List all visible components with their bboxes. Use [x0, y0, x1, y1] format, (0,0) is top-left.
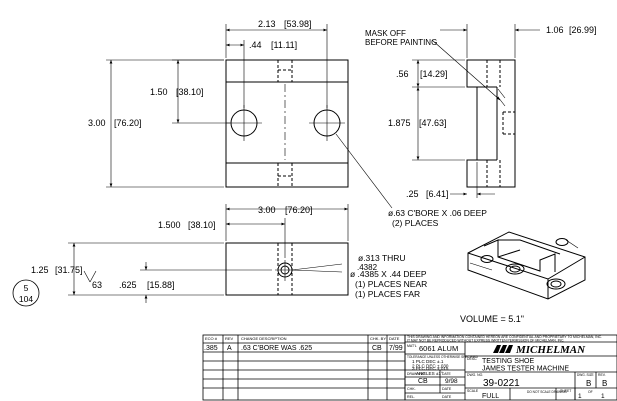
isometric-view [467, 231, 586, 300]
dim-1-875-mm: [47.63] [419, 118, 447, 128]
tol-line4: ANGLES ±1° [416, 371, 443, 376]
sheet-total: 1 [601, 393, 605, 400]
bottom-view [68, 204, 349, 303]
cbore-callout: ø.63 C'BORE X .06 DEEP (2) PLACES [388, 208, 487, 228]
tolerance-header: TOLERANCE UNLESS OTHERWISE SPECIFIED [407, 355, 479, 359]
rel-label: REL. [407, 395, 415, 399]
michelman-logo: MICHELMAN [493, 344, 586, 356]
dim-0-44-mm: [11.11] [271, 40, 297, 50]
thru-callout-line2: .4382 [357, 263, 378, 272]
thru-callout: ø.313 THRU .4382 ø .4385 X .44 DEEP (1) … [350, 253, 427, 299]
side-view [412, 24, 540, 198]
dim-0-56-mm-label: [14.29] [420, 69, 448, 79]
chk-date-label: DATE [442, 387, 452, 391]
no-scale-note: DO NOT SCALE DRAWING [527, 390, 567, 394]
side-view-dims: MASK OFF BEFORE PAINTING 1.06 [26.99] .5… [365, 25, 597, 199]
sheet-of: OF [588, 390, 593, 394]
material-label: MAT'L [407, 344, 417, 348]
rev-row-date: 7/99 [389, 345, 403, 352]
scale-label: SCALE [467, 389, 479, 393]
sheet-num: 1 [578, 393, 582, 400]
dim-bottom-3-00: 3.00 [258, 205, 276, 215]
dwg-no-value: 39-0221 [483, 378, 520, 389]
title-block: THIS DRAWING AND INFORMATION CONTAINED H… [407, 335, 607, 400]
dim-2-13: 2.13 [258, 19, 276, 29]
desc-line1: TESTING SHOE [482, 358, 534, 365]
rev-row-desc: .63 C'BORE WAS .625 [241, 345, 312, 352]
front-view-dims: 2.13 [53.98] .44 [11.11] 1.50 [38.10] [3… [88, 19, 312, 128]
disclaimer-line1: THIS DRAWING AND INFORMATION CONTAINED H… [407, 335, 602, 339]
dim-1-500: 1.500 [158, 220, 181, 230]
dim-1-06: 1.06 [546, 25, 564, 35]
sheet-ref-top: 5 [24, 283, 29, 293]
thru-callout-line4: (1) PLACES NEAR [355, 279, 427, 289]
dwg-size-label: DWG. SIZE [577, 373, 594, 377]
dwg-no-label: DWG. NO. [467, 373, 483, 377]
rev-header-rev: REV [225, 336, 234, 341]
desc-line2: JAMES TESTER MACHINE [482, 366, 569, 373]
company-name: MICHELMAN [515, 344, 586, 356]
dim-1-500-mm: [38.10] [188, 220, 216, 230]
rev-header-date: DATE [389, 336, 400, 341]
rev-header-desc: CHANGE DESCRIPTION [241, 336, 287, 341]
sheet-ref-bubble: 5 104 [12, 279, 40, 307]
dim-0-25-mm: [6.41] [426, 189, 449, 199]
dim-2-13-mm: [53.98] [284, 19, 312, 29]
title-block-grid [202, 334, 617, 401]
rev-header-eco: ECO # [205, 336, 218, 341]
dwg-size-value: B [586, 379, 591, 388]
bottom-view-dims: 3.00 [76.20] 1.500 [38.10] 1.25 [31.75] … [31, 205, 313, 290]
rev-row-chk: CB [372, 345, 382, 352]
sheet-ref-bottom: 104 [19, 294, 33, 304]
dim-angle-63: 63 [92, 280, 102, 290]
dim-3-00: 3.00 [88, 118, 106, 128]
revision-table: ECO # REV CHANGE DESCRIPTION CHK. BY DAT… [204, 336, 403, 352]
tol-line3-div: 3 PLC DEC ±.015 [412, 366, 449, 371]
mask-off-note-line2: BEFORE PAINTING [365, 38, 437, 47]
side-view-outline [466, 59, 516, 188]
dim-1-06-mm: [26.99] [569, 25, 597, 35]
dim-1-25-mm: [31.75] [55, 265, 83, 275]
dim-1-25: 1.25 [31, 265, 49, 275]
dim-0-56: .56 [396, 69, 409, 79]
rev-header-chk: CHK. BY [370, 336, 386, 341]
dim-0-25: .25 [406, 189, 419, 199]
thru-callout-line1: ø.313 THRU [358, 253, 406, 263]
cbore-callout-line2: (2) PLACES [392, 218, 439, 228]
material-value: 6061 ALUM [419, 344, 458, 353]
front-view [106, 24, 393, 209]
dim-1-50: 1.50 [150, 87, 168, 97]
volume-label: VOLUME = 5.1" [460, 314, 524, 324]
cbore-callout-line1: ø.63 C'BORE X .06 DEEP [388, 208, 487, 218]
drawn-by-value: CB [418, 378, 428, 385]
date-value: 9/98 [445, 378, 458, 385]
dim-bottom-3-00-mm: [76.20] [285, 205, 313, 215]
thru-callout-line3: ø .4385 X .44 DEEP [350, 269, 427, 279]
sheet-label: SHEET [560, 389, 571, 393]
drawn-by-label: DRAWN BY [407, 372, 426, 376]
rev-row-eco: .385 [204, 345, 218, 352]
rev-value: B [602, 379, 607, 388]
disclaimer-line2: IT MAY NOT BE REPRODUCED WITHOUT EXPRESS… [407, 339, 564, 343]
rev-label: REV. [598, 373, 606, 377]
dim-1-875: 1.875 [388, 118, 411, 128]
rel-date-label: DATE [442, 395, 452, 399]
desc-label: DESC. [467, 357, 477, 361]
dim-1-50-mm-label: [38.10] [176, 87, 204, 97]
dim-3-00-mm: [76.20] [114, 118, 142, 128]
dim-0-44: .44 [249, 40, 262, 50]
dim-0-625: .625 [119, 280, 137, 290]
dim-0-625-mm: [15.88] [147, 280, 175, 290]
mask-off-note-line1: MASK OFF [365, 29, 406, 38]
rev-row-rev: A [227, 345, 232, 352]
chk-label: CHK. [407, 387, 416, 391]
thru-callout-line5: (1) PLACES FAR [355, 289, 420, 299]
tol-line1: 1 PLC DEC ±.1 [412, 359, 444, 364]
front-view-outline [225, 59, 349, 188]
bottom-view-outline [225, 242, 349, 296]
scale-value: FULL [482, 393, 499, 400]
date-label: DATE [442, 372, 452, 376]
tol-line2: 2 PLC DEC ±.030 [412, 364, 449, 369]
